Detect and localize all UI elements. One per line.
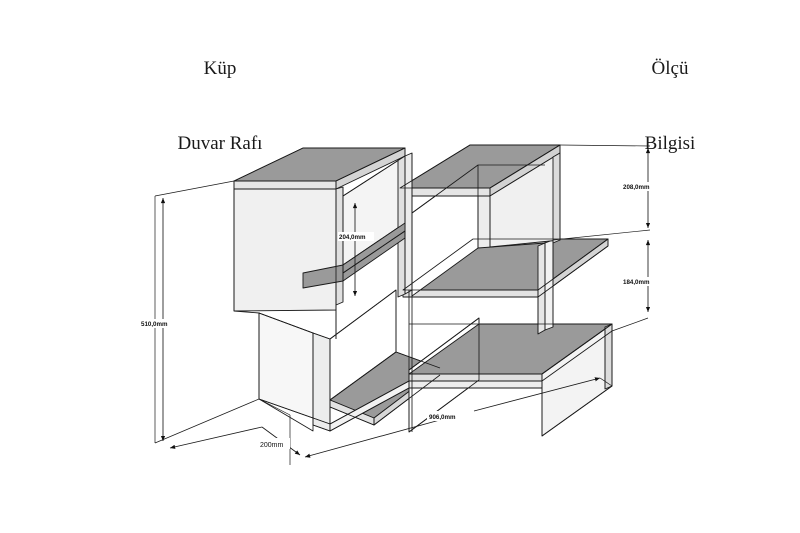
dim-label-overall-width: 906,0mm	[429, 414, 456, 421]
product-name-line-1: Küp	[203, 58, 237, 80]
dimension-labels-group: 510,0mm 204,0mm 208,0mm 184,0mm 200mm 90…	[140, 182, 658, 449]
dim-label-cube-inner-height: 204,0mm	[339, 234, 366, 241]
dim-upper-right-opening	[552, 144, 651, 241]
dimension-lines-group	[154, 144, 651, 465]
dim-overall-width	[304, 377, 613, 458]
construction-edges	[233, 144, 613, 437]
dim-label-upper-right-opening: 208,0mm	[623, 184, 650, 191]
dim-label-lower-right-opening: 184,0mm	[623, 279, 650, 286]
drawing-kind-line-1: Ölçü	[651, 58, 689, 80]
dim-label-depth: 200mm	[260, 442, 284, 449]
shelf-assembly	[233, 144, 613, 437]
title-block-right: Ölçü Bilgisi	[560, 6, 780, 207]
dim-lower-right-opening	[611, 240, 651, 332]
product-name-line-2: Duvar Rafı	[177, 133, 263, 155]
drawing-kind-line-2: Bilgisi	[644, 133, 696, 155]
lower-right-cabinet	[329, 317, 613, 437]
title-block-left: Küp Duvar Rafı	[110, 6, 330, 207]
upper-left-cube	[233, 147, 413, 312]
dim-label-overall-height: 510,0mm	[141, 321, 168, 328]
